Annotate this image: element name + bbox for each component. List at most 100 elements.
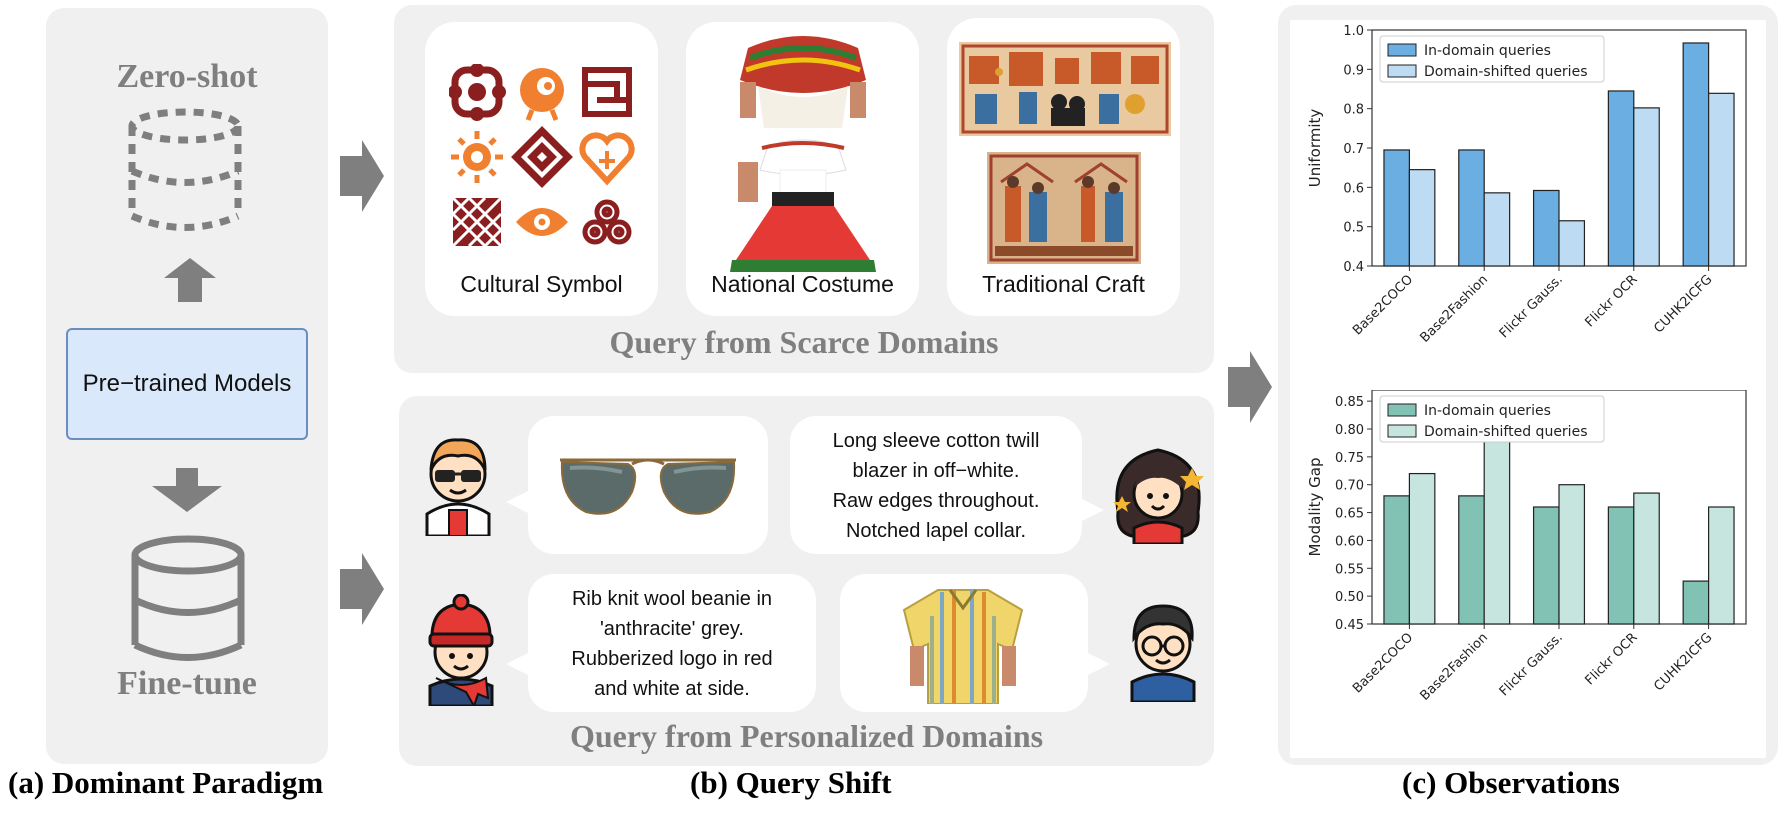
bar (1708, 506, 1735, 625)
avatar-icon (1113, 448, 1204, 544)
down-arrow-icon (152, 468, 222, 512)
fine-tune-label: Fine-tune (117, 665, 257, 702)
database-dashed-icon (128, 108, 242, 231)
y-tick-label: 0.55 (1335, 562, 1364, 577)
personalized-domains-title: Query from Personalized Domains (569, 718, 1044, 754)
text-bubble-blazer: Long sleeve cotton twill blazer in off−w… (790, 416, 1082, 554)
modality-gap-chart: 0.450.500.550.600.650.700.750.800.85Moda… (1306, 390, 1747, 704)
card-cultural-symbol: Cultural Symbol (425, 22, 658, 316)
bubble-tail (1086, 652, 1110, 676)
card-national-costume: National Costume (686, 22, 919, 316)
y-tick-label: 1.0 (1343, 24, 1364, 39)
y-tick-label: 0.4 (1343, 260, 1364, 275)
avatar-icon (425, 438, 491, 536)
bar (1708, 92, 1735, 267)
bar (1682, 42, 1710, 267)
bar (1408, 169, 1436, 267)
bubble-blazer-line: Raw edges throughout. (832, 490, 1040, 512)
lattice-symbol-icon (451, 196, 503, 248)
bar (1383, 495, 1411, 625)
x-tick-label: Flickr Gauss. (1497, 272, 1566, 341)
bubble-blazer-line: blazer in off−white. (852, 460, 1020, 482)
avatar-icon (1130, 604, 1196, 702)
bubble-tail (506, 490, 530, 514)
zero-shot-label: Zero-shot (116, 58, 258, 95)
bubble-tail (506, 652, 530, 676)
cultural-symbols-grid (449, 64, 635, 248)
y-tick-label: 0.60 (1335, 534, 1364, 549)
card-label-national-costume: National Costume (711, 271, 894, 297)
legend-swatch (1387, 424, 1417, 438)
y-tick-label: 0.9 (1343, 63, 1364, 78)
x-tick-label: Flickr Gauss. (1497, 630, 1566, 699)
caption-a: (a) Dominant Paradigm (8, 765, 324, 800)
bar (1558, 484, 1586, 625)
bubble-blazer-line: Notched lapel collar. (845, 520, 1027, 542)
bar (1607, 506, 1635, 625)
caption-b: (b) Query Shift (690, 765, 892, 800)
sunglasses-icon (560, 458, 736, 515)
knot-symbol-icon (449, 64, 506, 121)
database-icon (131, 535, 245, 661)
x-tick-label: Flickr OCR (1583, 630, 1641, 688)
pretrained-models-label: Pre−trained Models (82, 370, 292, 397)
shirt-icon (902, 589, 1024, 704)
fret-symbol-icon (582, 67, 632, 117)
costume-photo-2 (730, 139, 876, 272)
craft-painting-2 (987, 152, 1141, 264)
bar (1633, 492, 1660, 625)
y-axis-label: Uniformity (1306, 109, 1324, 188)
y-tick-label: 0.6 (1343, 181, 1364, 196)
bar (1607, 90, 1635, 267)
bubble-beanie-line: and white at side. (594, 678, 750, 700)
bar (1458, 495, 1485, 625)
y-tick-label: 0.75 (1335, 451, 1364, 466)
uniformity-chart: 0.40.50.60.70.80.91.0UniformityBase2COCO… (1306, 24, 1747, 346)
card-label-cultural-symbol: Cultural Symbol (460, 271, 623, 297)
y-tick-label: 0.8 (1343, 103, 1364, 118)
bubble-beanie-line: Rubberized logo in red (571, 648, 773, 670)
bar (1408, 472, 1436, 625)
y-tick-label: 0.70 (1335, 479, 1364, 494)
spiral-symbol-icon (582, 199, 632, 245)
legend-swatch (1387, 64, 1417, 78)
bar (1682, 580, 1710, 625)
y-tick-label: 0.65 (1335, 507, 1364, 522)
costume-photo-1 (740, 36, 866, 128)
y-tick-label: 0.50 (1335, 590, 1364, 605)
sun-symbol-icon (451, 131, 503, 183)
up-arrow-icon (164, 258, 216, 302)
right-arrow-icon (1228, 351, 1272, 423)
x-tick-label: CUHK2ICFG (1651, 630, 1715, 694)
bubble-beanie-line: Rib knit wool beanie in (571, 588, 773, 610)
bubble-beanie-line: 'anthracite' grey. (599, 618, 744, 640)
avatar-icon (428, 594, 494, 706)
y-axis-label: Modality Gap (1306, 457, 1324, 556)
eye-symbol-icon (516, 208, 568, 236)
bubble-tail (1080, 498, 1104, 522)
legend (1379, 395, 1605, 443)
pretrained-models-box: Pre−trained Models (66, 328, 308, 440)
bar (1532, 506, 1560, 625)
bar (1383, 149, 1411, 267)
caption-c: (c) Observations (1402, 765, 1620, 800)
x-tick-label: Base2Fashion (1417, 272, 1491, 346)
y-tick-label: 0.80 (1335, 423, 1364, 438)
bar (1532, 189, 1560, 267)
right-arrow-icon (340, 553, 384, 625)
bar (1633, 107, 1660, 267)
heart-symbol-icon (579, 132, 635, 186)
bar (1558, 220, 1586, 267)
bar (1458, 149, 1485, 267)
legend-label: In-domain queries (1424, 403, 1551, 419)
craft-painting-1 (959, 42, 1171, 136)
bird-symbol-icon (520, 68, 564, 121)
x-tick-label: Base2COCO (1350, 272, 1416, 338)
card-traditional-craft: Traditional Craft (947, 18, 1180, 316)
legend-swatch (1387, 43, 1417, 57)
bar (1483, 439, 1511, 625)
x-tick-label: Base2COCO (1350, 630, 1416, 696)
diamond-symbol-icon (511, 126, 573, 188)
x-tick-label: Flickr OCR (1583, 272, 1641, 330)
bar (1483, 192, 1511, 267)
